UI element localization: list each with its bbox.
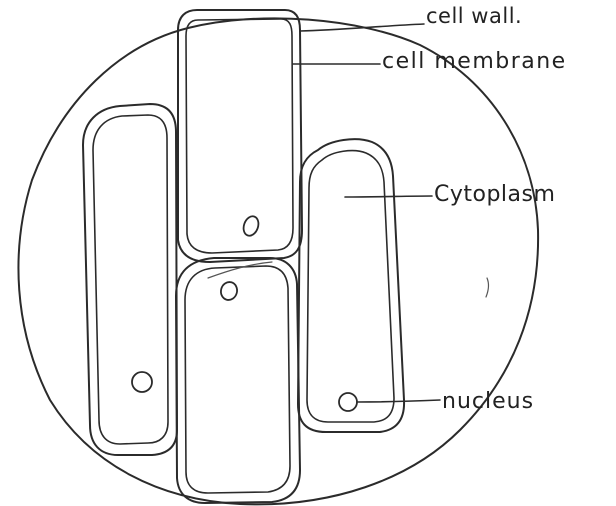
nucleus: [241, 214, 261, 238]
cell-bottom-center: [176, 258, 300, 503]
leader-line-cytoplasm: [345, 196, 432, 197]
cell-wall-outline: [178, 10, 302, 262]
label-cytoplasm: Cytoplasm: [434, 184, 555, 206]
cell-membrane-outline: [93, 115, 168, 444]
nucleus: [219, 280, 239, 302]
cell-wall-outline: [83, 104, 177, 455]
label-cell-membrane: cell membrane: [382, 51, 567, 73]
cell-right: [298, 139, 404, 432]
leader-line-nucleus: [357, 400, 440, 402]
cell-top-center: [178, 10, 302, 262]
cell-membrane-outline: [186, 19, 293, 253]
wall-junction-line: [208, 262, 272, 278]
label-cell-wall: cell wall.: [426, 6, 522, 27]
circle-stray-mark: [486, 278, 489, 297]
field-of-view-circle: [18, 18, 538, 504]
label-nucleus: nucleus: [442, 391, 534, 413]
nucleus: [339, 393, 357, 411]
cell-wall-outline: [176, 258, 300, 503]
leader-line-cell-wall: [300, 24, 424, 31]
cell-membrane-outline: [307, 151, 394, 422]
cell-membrane-outline: [185, 266, 290, 493]
cell-left: [83, 104, 177, 455]
nucleus: [132, 372, 152, 392]
